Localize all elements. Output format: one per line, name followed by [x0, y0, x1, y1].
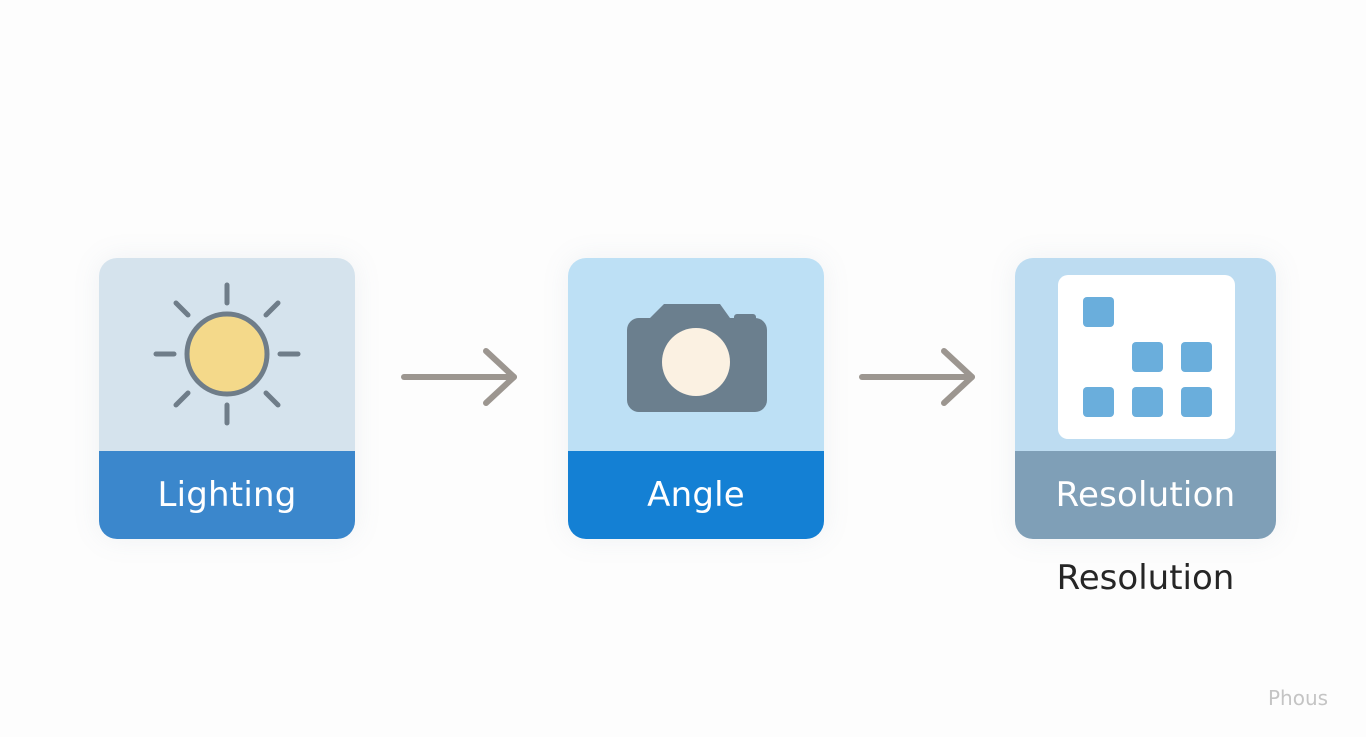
- pixel-grid-icon: [1058, 275, 1235, 439]
- angle-card-icon-area: [568, 258, 824, 451]
- sun-icon: [153, 282, 301, 426]
- arrow-right-icon: [401, 348, 517, 406]
- resolution-card-icon-area: [1015, 258, 1276, 451]
- resolution-card: Resolution: [1015, 258, 1276, 539]
- lighting-label: Lighting: [99, 451, 355, 539]
- arrow-right-icon: [859, 348, 975, 406]
- angle-card: Angle: [568, 258, 824, 539]
- camera-icon: [627, 304, 767, 412]
- angle-label: Angle: [568, 451, 824, 539]
- watermark: Phous: [1268, 686, 1329, 710]
- lighting-card-icon-area: [99, 258, 355, 451]
- lighting-card: Lighting: [99, 258, 355, 539]
- resolution-label: Resolution: [1015, 451, 1276, 539]
- resolution-caption: Resolution: [1056, 558, 1235, 598]
